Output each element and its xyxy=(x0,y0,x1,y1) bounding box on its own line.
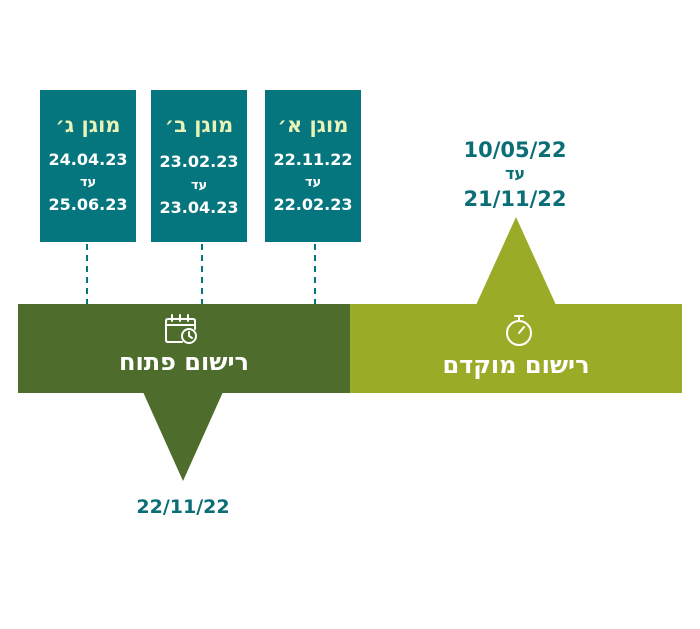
open-registration-pointer xyxy=(143,392,223,481)
cohort-2-date-from: 23.02.23 xyxy=(159,152,239,171)
early-registration-pointer xyxy=(476,217,556,305)
early-registration-date-joiner: עד xyxy=(504,164,526,183)
open-registration-label: רישום פתוח xyxy=(119,348,249,376)
cohort-1-title: מוגן א׳ xyxy=(277,113,349,137)
calendar-clock-icon xyxy=(165,314,197,344)
early-registration-label: רישום מוקדם xyxy=(442,351,590,379)
cohort-2-title: מוגן ב׳ xyxy=(164,113,234,137)
early-registration-band xyxy=(350,304,682,393)
early-registration-date-from: 10/05/22 xyxy=(463,138,567,162)
cohort-1-date-to: 22.02.23 xyxy=(273,195,353,214)
open-registration-date: 22/11/22 xyxy=(136,496,230,518)
cohort-card-2: מוגן ב׳ 23.02.23 עד 23.04.23 xyxy=(151,90,247,242)
cohort-2-date-to: 23.04.23 xyxy=(159,198,239,217)
stopwatch-icon xyxy=(506,315,532,346)
cohort-2-date-joiner: עד xyxy=(190,178,208,193)
cohort-3-date-from: 24.04.23 xyxy=(48,150,128,169)
early-registration-date-to: 21/11/22 xyxy=(463,187,567,211)
cohort-3-date-joiner: עד xyxy=(79,175,97,190)
cohort-card-1: מוגן א׳ 22.11.22 עד 22.02.23 xyxy=(265,90,361,242)
cohort-3-date-to: 25.06.23 xyxy=(48,195,128,214)
cohort-3-title: מוגן ג׳ xyxy=(55,113,121,137)
cohort-card-3: מוגן ג׳ 24.04.23 עד 25.06.23 xyxy=(40,90,136,242)
cohort-1-date-from: 22.11.22 xyxy=(273,150,353,169)
cohort-1-date-joiner: עד xyxy=(304,175,322,190)
